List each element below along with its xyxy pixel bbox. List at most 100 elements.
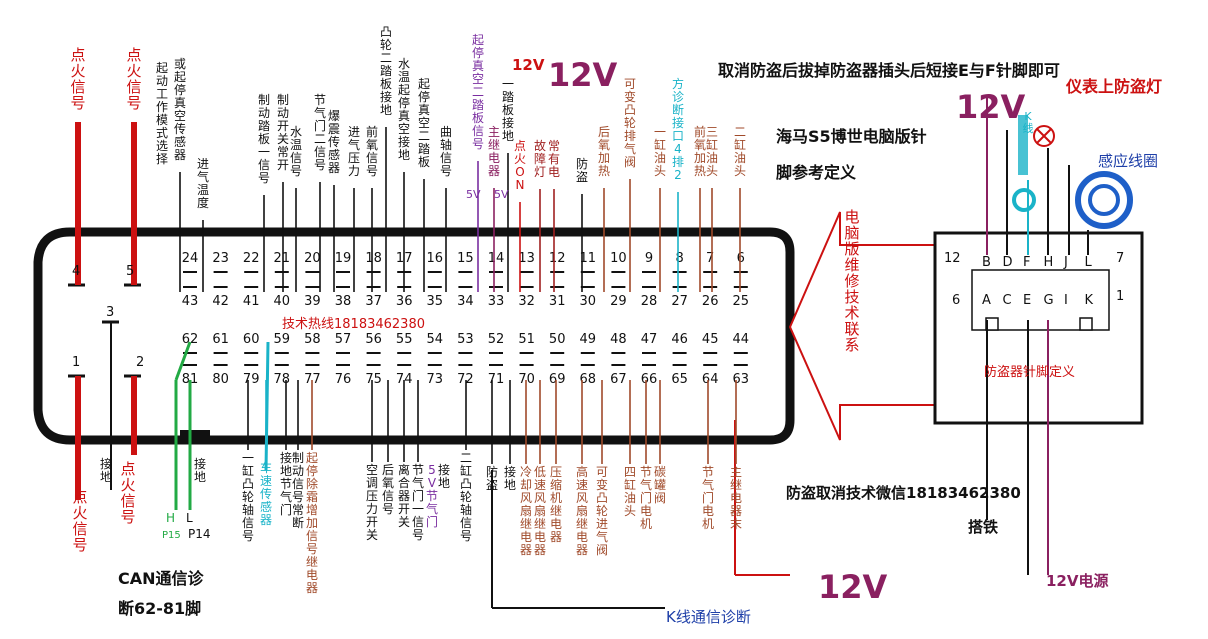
svg-text:二: 二 [418, 129, 430, 143]
svg-text:信: 信 [440, 151, 452, 165]
pin-67: 67 [610, 372, 627, 387]
svg-text:点: 点 [72, 488, 87, 506]
right-12v: 12V [956, 88, 1026, 126]
svg-text:地: 地 [502, 129, 514, 143]
contact-arrow [788, 211, 936, 441]
svg-text:起: 起 [472, 33, 484, 47]
svg-text:调: 调 [366, 476, 378, 490]
svg-text:温: 温 [398, 70, 410, 84]
svg-text:地: 地 [280, 464, 292, 478]
svg-text:传: 传 [260, 486, 272, 501]
top-5v-a: 5V [466, 188, 481, 201]
svg-text:接: 接 [380, 89, 392, 104]
immo-pin-H: H [1044, 255, 1054, 270]
svg-text:压: 压 [348, 151, 360, 165]
pin-7: 7 [706, 251, 714, 266]
svg-text:脑: 脑 [844, 224, 859, 242]
pin-30: 30 [580, 294, 597, 309]
svg-text:盗: 盗 [486, 477, 498, 492]
pin-56: 56 [365, 332, 382, 347]
svg-text:关: 关 [277, 132, 289, 146]
svg-text:除: 除 [306, 476, 318, 491]
svg-text:号: 号 [242, 529, 254, 543]
svg-text:三: 三 [706, 125, 718, 139]
svg-text:N: N [516, 178, 525, 192]
pin-36: 36 [396, 294, 413, 309]
immo-box-label: 防盗器针脚定义 [984, 364, 1075, 380]
svg-text:气: 气 [426, 501, 438, 516]
svg-text:传: 传 [174, 121, 186, 136]
svg-text:进: 进 [197, 157, 209, 171]
svg-text:动: 动 [277, 106, 289, 120]
immo-pin-D: D [1003, 255, 1013, 270]
top-12v-big: 12V [548, 56, 618, 94]
right-subtitle-2: 脚参考定义 [776, 163, 856, 182]
svg-text:门: 门 [314, 118, 326, 133]
pin-1-label: 1 [72, 355, 80, 370]
svg-text:氧: 氧 [366, 138, 378, 152]
svg-text:诊: 诊 [672, 90, 684, 104]
svg-text:变: 变 [624, 89, 636, 104]
pin-24: 24 [182, 251, 199, 266]
svg-text:轮: 轮 [460, 490, 472, 504]
svg-text:接: 接 [502, 115, 514, 130]
svg-text:起: 起 [156, 61, 168, 75]
svg-text:起: 起 [398, 83, 410, 97]
pin-40: 40 [274, 294, 291, 309]
svg-text:系: 系 [844, 336, 859, 354]
svg-text:器: 器 [260, 513, 272, 527]
immo-pin-G: G [1044, 293, 1054, 308]
svg-text:气: 气 [596, 529, 608, 544]
pin-66: 66 [641, 372, 658, 387]
immo-pin-1: 1 [1116, 289, 1124, 304]
svg-text:水: 水 [290, 125, 302, 139]
svg-text:或: 或 [174, 57, 186, 71]
svg-text:低: 低 [534, 465, 546, 479]
svg-text:头: 头 [734, 164, 746, 178]
svg-text:头: 头 [706, 164, 718, 178]
svg-text:信: 信 [306, 529, 318, 543]
svg-text:缸: 缸 [460, 463, 472, 478]
bottom-label-10: 防盗 [486, 464, 498, 492]
svg-text:继: 继 [534, 517, 546, 531]
svg-text:真: 真 [472, 59, 484, 73]
svg-text:盗: 盗 [576, 169, 588, 184]
svg-text:灯: 灯 [534, 165, 546, 179]
svg-text:一: 一 [242, 451, 254, 465]
svg-text:式: 式 [156, 126, 168, 140]
svg-text:缸: 缸 [706, 137, 718, 152]
svg-text:节: 节 [702, 465, 714, 479]
svg-text:有: 有 [548, 152, 560, 166]
svg-text:器: 器 [174, 148, 186, 162]
svg-text:温: 温 [197, 183, 209, 197]
svg-text:踏: 踏 [418, 142, 430, 156]
pin-75: 75 [365, 372, 382, 387]
svg-text:信: 信 [242, 516, 254, 530]
svg-text:继: 继 [576, 517, 588, 531]
svg-text:号: 号 [366, 164, 378, 178]
svg-text:离: 离 [398, 462, 410, 477]
svg-text:模: 模 [156, 113, 168, 127]
svg-text:关: 关 [366, 528, 378, 542]
svg-text:方: 方 [672, 76, 684, 91]
svg-text:增: 增 [306, 503, 318, 517]
svg-text:继: 继 [488, 138, 500, 152]
svg-text:接: 接 [672, 115, 684, 130]
svg-text:口: 口 [672, 129, 684, 143]
